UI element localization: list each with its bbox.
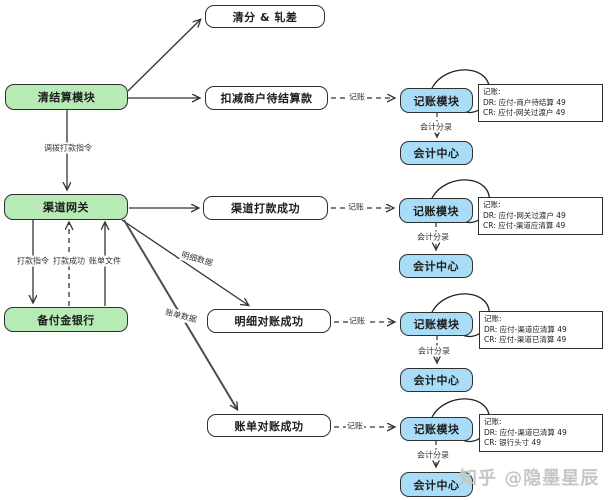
node-accounting-center-1: 会计中心 [400, 141, 473, 165]
label-bill-file: 账单文件 [88, 255, 122, 267]
label-accounting-entry-2: 会计分录 [416, 231, 450, 243]
note-entry-1: 记账: DR: 应付-商户待结算 49 CR: 应付-网关过渡户 49 [478, 84, 603, 122]
note-title: 记账: [484, 417, 502, 426]
note-cr: CR: 应付-渠道应清算 49 [483, 221, 566, 230]
note-cr: CR: 应付-渠道已清算 49 [484, 335, 567, 344]
note-dr: DR: 应付-网关过渡户 49 [483, 210, 566, 220]
node-accounting-center-2: 会计中心 [399, 254, 473, 278]
node-bill-recon-success: 账单对账成功 [207, 414, 331, 437]
node-ledger-module-1: 记账模块 [400, 88, 473, 113]
label-accounting-entry-1: 会计分录 [419, 121, 453, 133]
label-bookkeeping-1: 记账 [348, 91, 366, 103]
node-channel-payout-success: 渠道打款成功 [203, 196, 328, 220]
node-reserve-bank: 备付金银行 [4, 307, 128, 332]
note-cr: CR: 应付-网关过渡户 49 [483, 108, 566, 117]
note-title: 记账: [484, 314, 502, 323]
note-dr: DR: 应付-渠道应清算 49 [484, 324, 567, 334]
note-title: 记账: [483, 87, 501, 96]
node-accounting-center-4: 会计中心 [400, 472, 473, 497]
node-clearing-netting: 清分 & 轧差 [205, 5, 325, 28]
label-bookkeeping-2: 记账 [347, 201, 365, 213]
note-cr: CR: 银行头寸 49 [484, 438, 542, 447]
label-bookkeeping-3: 记账 [348, 315, 366, 327]
label-transfer-payout-instruction: 调拨打款指令 [43, 142, 93, 154]
node-detail-recon-success: 明细对账成功 [207, 309, 331, 333]
note-title: 记账: [483, 200, 501, 209]
label-accounting-entry-4: 会计分录 [416, 449, 450, 461]
node-clearing-settlement-module: 清结算模块 [5, 84, 128, 110]
label-bookkeeping-4: 记账 [346, 420, 364, 432]
node-accounting-center-3: 会计中心 [400, 368, 473, 392]
node-deduct-merchant-pending: 扣减商户待结算款 [205, 86, 328, 110]
node-ledger-module-4: 记账模块 [400, 417, 473, 441]
note-entry-2: 记账: DR: 应付-网关过渡户 49 CR: 应付-渠道应清算 49 [478, 197, 603, 235]
note-dr: DR: 应付-渠道已清算 49 [484, 427, 567, 437]
note-entry-3: 记账: DR: 应付-渠道应清算 49 CR: 应付-渠道已清算 49 [479, 311, 603, 349]
zhihu-watermark: 知乎 @隐墨星辰 [459, 468, 600, 489]
label-payout-success: 打款成功 [52, 255, 86, 267]
node-channel-gateway: 渠道网关 [4, 194, 128, 220]
label-payout-instruction: 打款指令 [16, 255, 50, 267]
label-accounting-entry-3: 会计分录 [417, 345, 451, 357]
edge-clearing-to-netting [127, 20, 200, 92]
node-ledger-module-2: 记账模块 [399, 198, 473, 223]
note-entry-4: 记账: DR: 应付-渠道已清算 49 CR: 银行头寸 49 [479, 414, 603, 452]
node-ledger-module-3: 记账模块 [400, 312, 473, 336]
edge-detail-data [121, 219, 248, 305]
note-dr: DR: 应付-商户待结算 49 [483, 97, 566, 107]
